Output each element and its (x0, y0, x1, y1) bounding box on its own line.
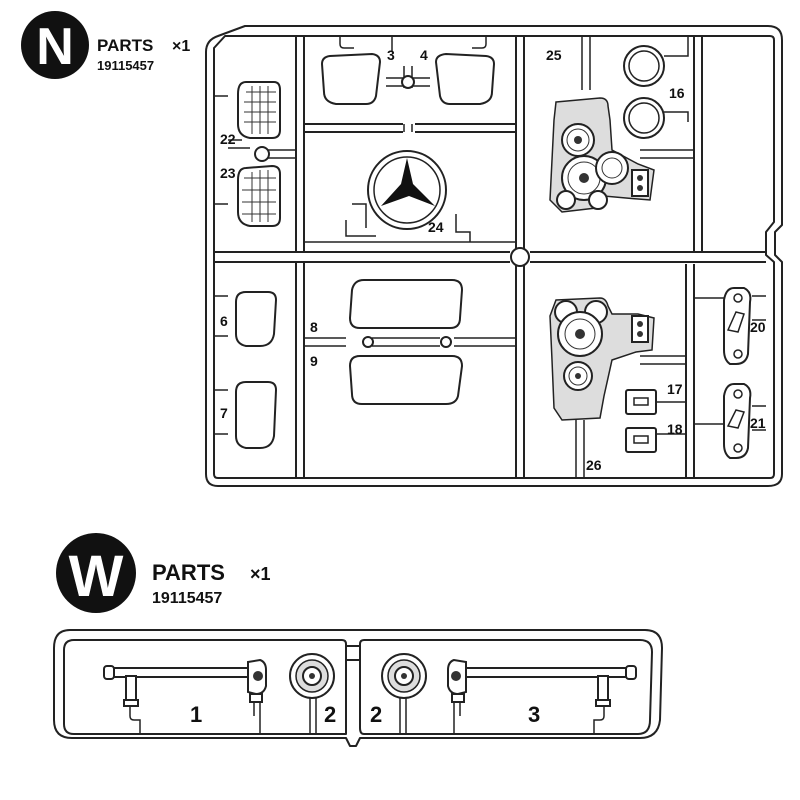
label-n17: 17 (667, 381, 683, 397)
sprue-n-frame (205, 25, 783, 487)
label-n26: 26 (586, 457, 602, 473)
sheet-w-title: PARTS (152, 560, 225, 585)
label-n23: 23 (220, 165, 236, 181)
sheet-w-code: 19115457 (152, 590, 222, 607)
sheet-n-title: PARTS (97, 36, 153, 55)
sheet-n-badge (21, 11, 89, 79)
part-n3 (320, 52, 382, 105)
sheet-n-header: N PARTS ×1 19115457 (21, 11, 190, 79)
label-w3: 3 (528, 702, 540, 727)
sheet-w-labels: 1 2 2 3 (190, 702, 540, 727)
sheet-w-header: W PARTS ×1 19115457 (56, 533, 271, 613)
sheet-n-qty: ×1 (172, 38, 190, 55)
sheet-w-qty: ×1 (250, 564, 271, 584)
label-n7: 7 (220, 405, 228, 421)
part-n20 (723, 287, 752, 365)
part-w3 (447, 658, 637, 707)
part-n22 (237, 81, 281, 139)
sprue-w-frame (53, 629, 663, 747)
label-n6: 6 (220, 313, 228, 329)
sheet-w-letter: W (69, 544, 124, 609)
part-n21 (723, 383, 752, 459)
part-n23 (237, 164, 281, 227)
sprue-n-gates (214, 36, 766, 478)
label-n18: 18 (667, 421, 683, 437)
label-n21: 21 (750, 415, 766, 431)
part-w2-right (381, 653, 427, 699)
label-n24: 24 (428, 219, 444, 235)
label-n4: 4 (420, 47, 428, 63)
part-n9 (348, 355, 464, 405)
part-n7 (235, 381, 278, 449)
part-n18 (625, 427, 657, 453)
label-n9: 9 (310, 353, 318, 369)
label-w2-left: 2 (324, 702, 336, 727)
label-n22: 22 (220, 131, 236, 147)
label-n16: 16 (669, 85, 685, 101)
sheet-w-badge (56, 533, 136, 613)
part-n17 (625, 389, 657, 415)
label-n3: 3 (387, 47, 395, 63)
label-n25: 25 (546, 47, 562, 63)
part-n8 (348, 279, 464, 329)
part-n4 (434, 52, 496, 105)
label-w2-right: 2 (370, 702, 382, 727)
part-n16 (623, 45, 665, 139)
part-n26-cluster (549, 297, 655, 421)
part-n25-cluster (549, 97, 655, 213)
part-w2-left (289, 653, 335, 699)
sheet-n-code: 19115457 (97, 58, 154, 73)
label-n20: 20 (750, 319, 766, 335)
part-w1 (103, 658, 267, 707)
sheet-n-labels: 3 4 25 16 22 23 24 6 7 8 9 17 18 20 21 2… (220, 47, 766, 473)
label-w1: 1 (190, 702, 202, 727)
label-n8: 8 (310, 319, 318, 335)
sheet-n-letter: N (36, 18, 74, 76)
part-n24-emblem (367, 150, 447, 230)
part-n6 (235, 291, 278, 347)
